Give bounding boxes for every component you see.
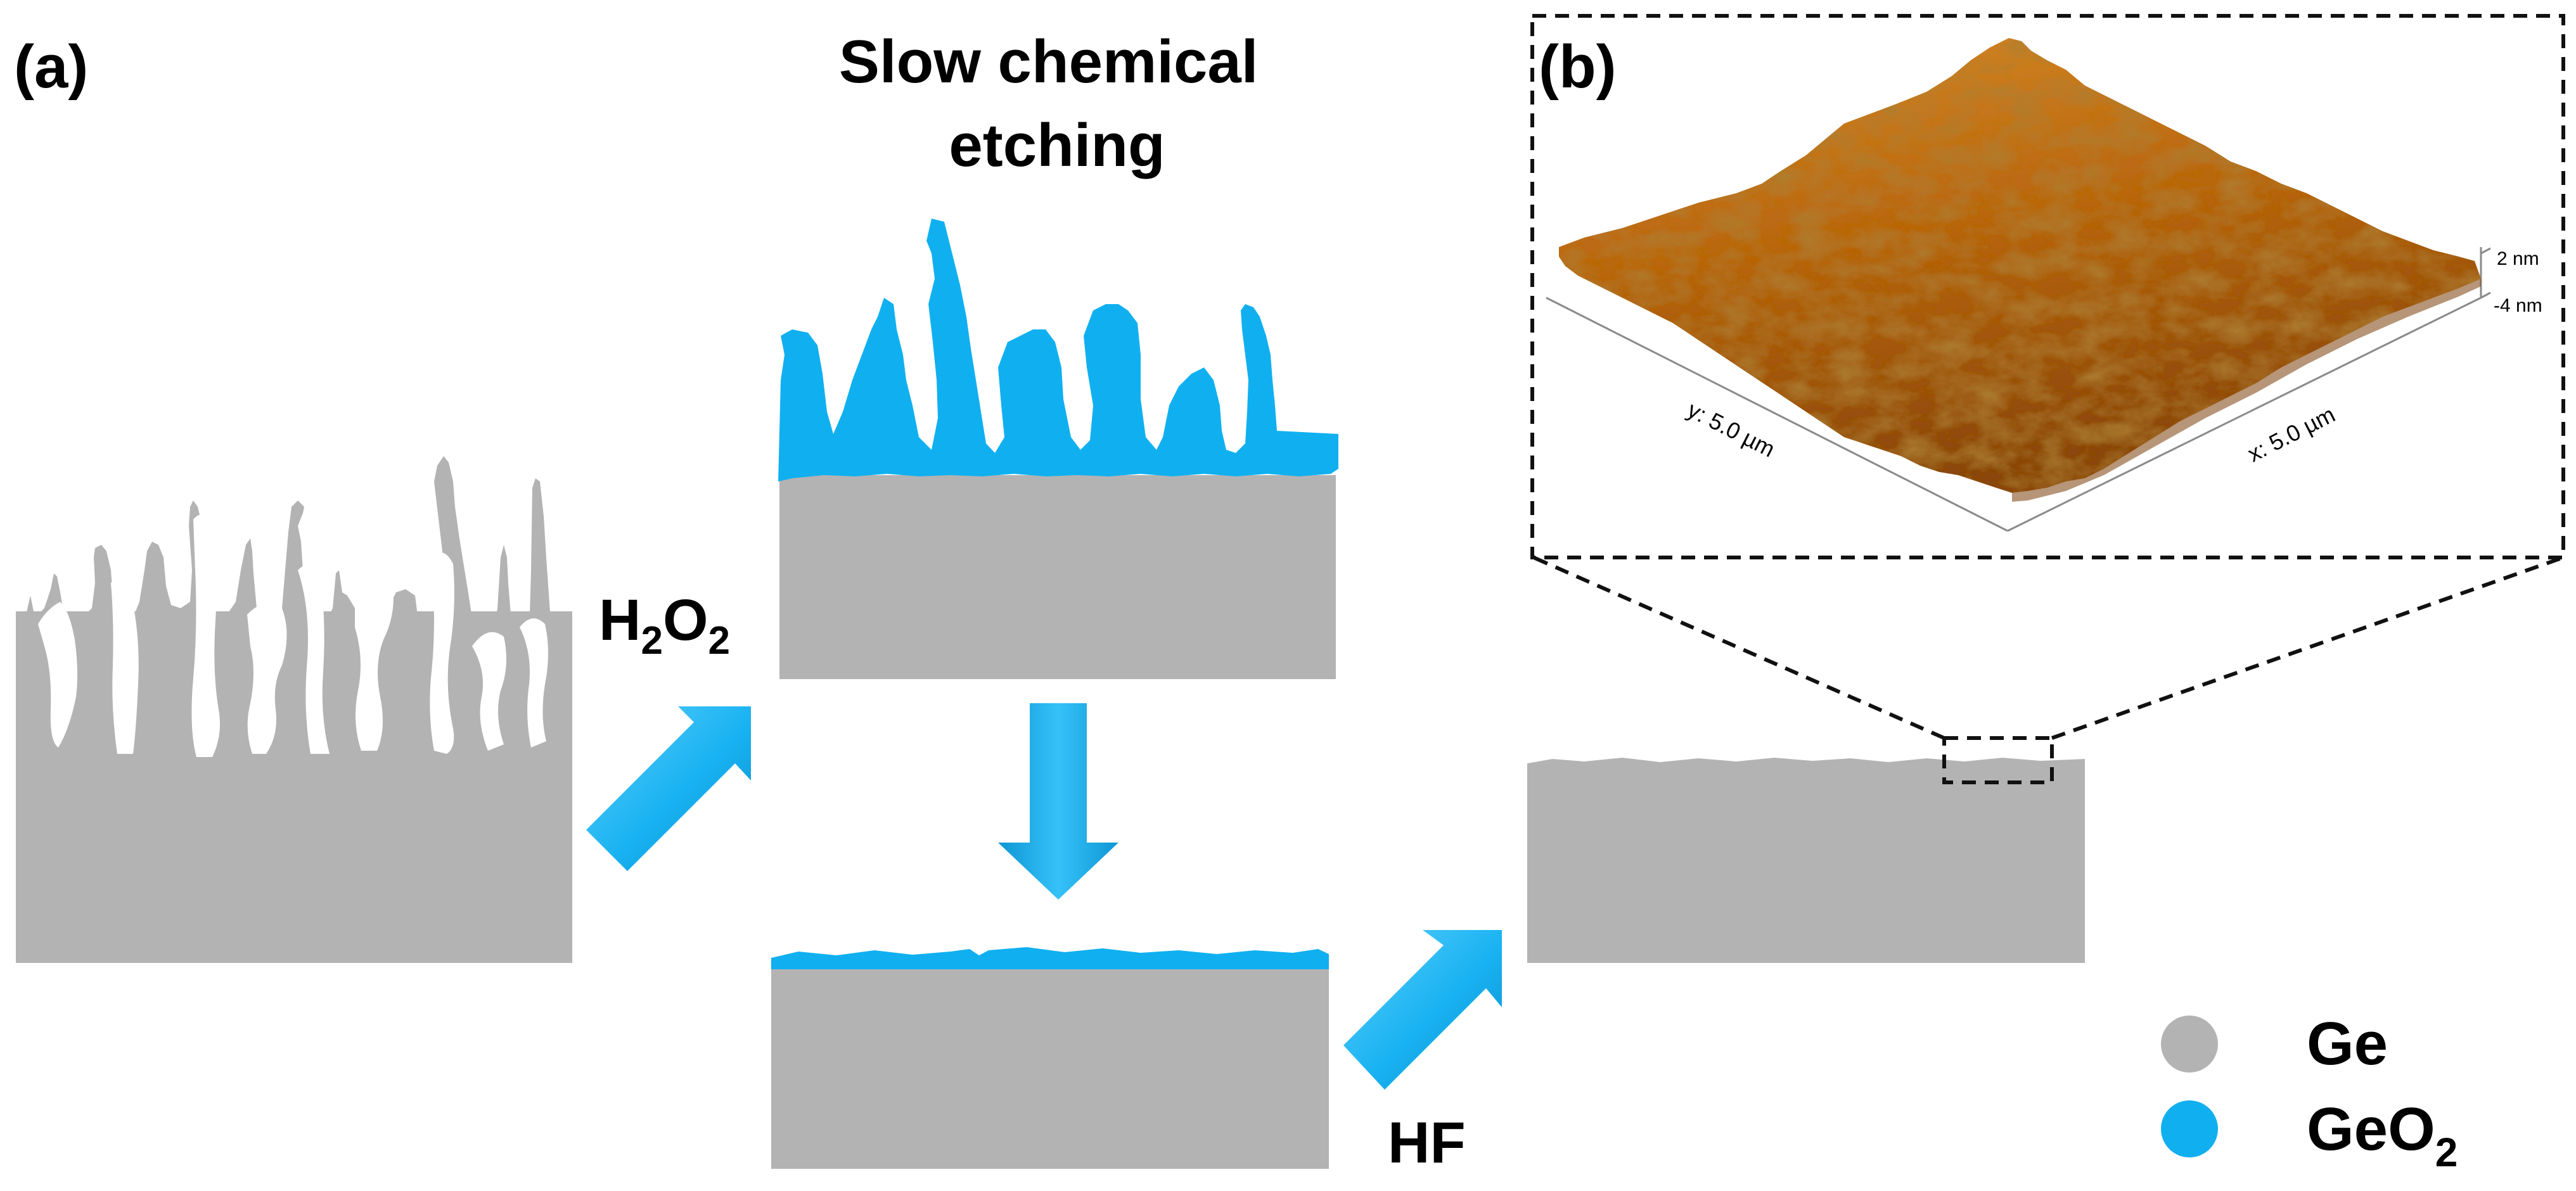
arrow-hf (1343, 930, 1502, 1090)
ge-pillars-1 (16, 456, 572, 640)
afm-inset-frame (1530, 14, 2565, 559)
geo2-porous-layer (778, 219, 1338, 481)
legend-geo2-label: GeO2 (2307, 1095, 2457, 1175)
afm-x-axis-label: x: 5.0 µm (2243, 401, 2339, 467)
panel-b-label: (b) (1539, 33, 1617, 101)
afm-topography: 2 nm -4 nm y: 5.0 µm x: 5.0 µm (1546, 38, 2542, 532)
arrow-h2o2 (586, 706, 751, 871)
step-title-line-1: Slow chemical (839, 28, 1259, 96)
arrow-down (998, 703, 1118, 900)
ge-substrate-1 (16, 611, 572, 963)
ge-substrate-2 (779, 475, 1336, 679)
reagent-h2o2-label: H2O2 (599, 588, 730, 663)
pores-1 (38, 514, 548, 757)
legend: Ge GeO2 (2161, 1010, 2457, 1175)
ge-substrate-3 (771, 967, 1329, 1169)
afm-front-edge (2012, 279, 2481, 502)
afm-axes (1546, 247, 2491, 532)
step-title: Slow chemical etching (839, 28, 1275, 179)
afm-z-top-label: 2 nm (2497, 248, 2539, 269)
geo2-thin-layer (771, 947, 1329, 969)
panel-a-label: (a) (14, 33, 88, 101)
step-title-line-2: etching (949, 111, 1165, 179)
reagent-hf-label: HF (1388, 1111, 1466, 1175)
zoom-line-left (1532, 556, 1945, 740)
porous-ge-block (16, 456, 572, 963)
legend-ge-swatch (2161, 1016, 2218, 1073)
afm-surface (1559, 38, 2481, 493)
legend-ge-label: Ge (2307, 1010, 2388, 1078)
zoom-line-right (2051, 556, 2564, 740)
afm-z-bottom-label: -4 nm (2494, 295, 2542, 316)
legend-geo2-swatch (2161, 1100, 2218, 1157)
zoom-region-box (1942, 736, 2054, 784)
smooth-ge-block (1527, 758, 2085, 963)
thin-oxide-block (771, 947, 1329, 1169)
oxidized-porous-block (778, 219, 1338, 679)
zoom-indicator (1530, 14, 2565, 784)
ge-substrate-4 (1527, 758, 2085, 963)
afm-y-axis-label: y: 5.0 µm (1683, 397, 1779, 462)
